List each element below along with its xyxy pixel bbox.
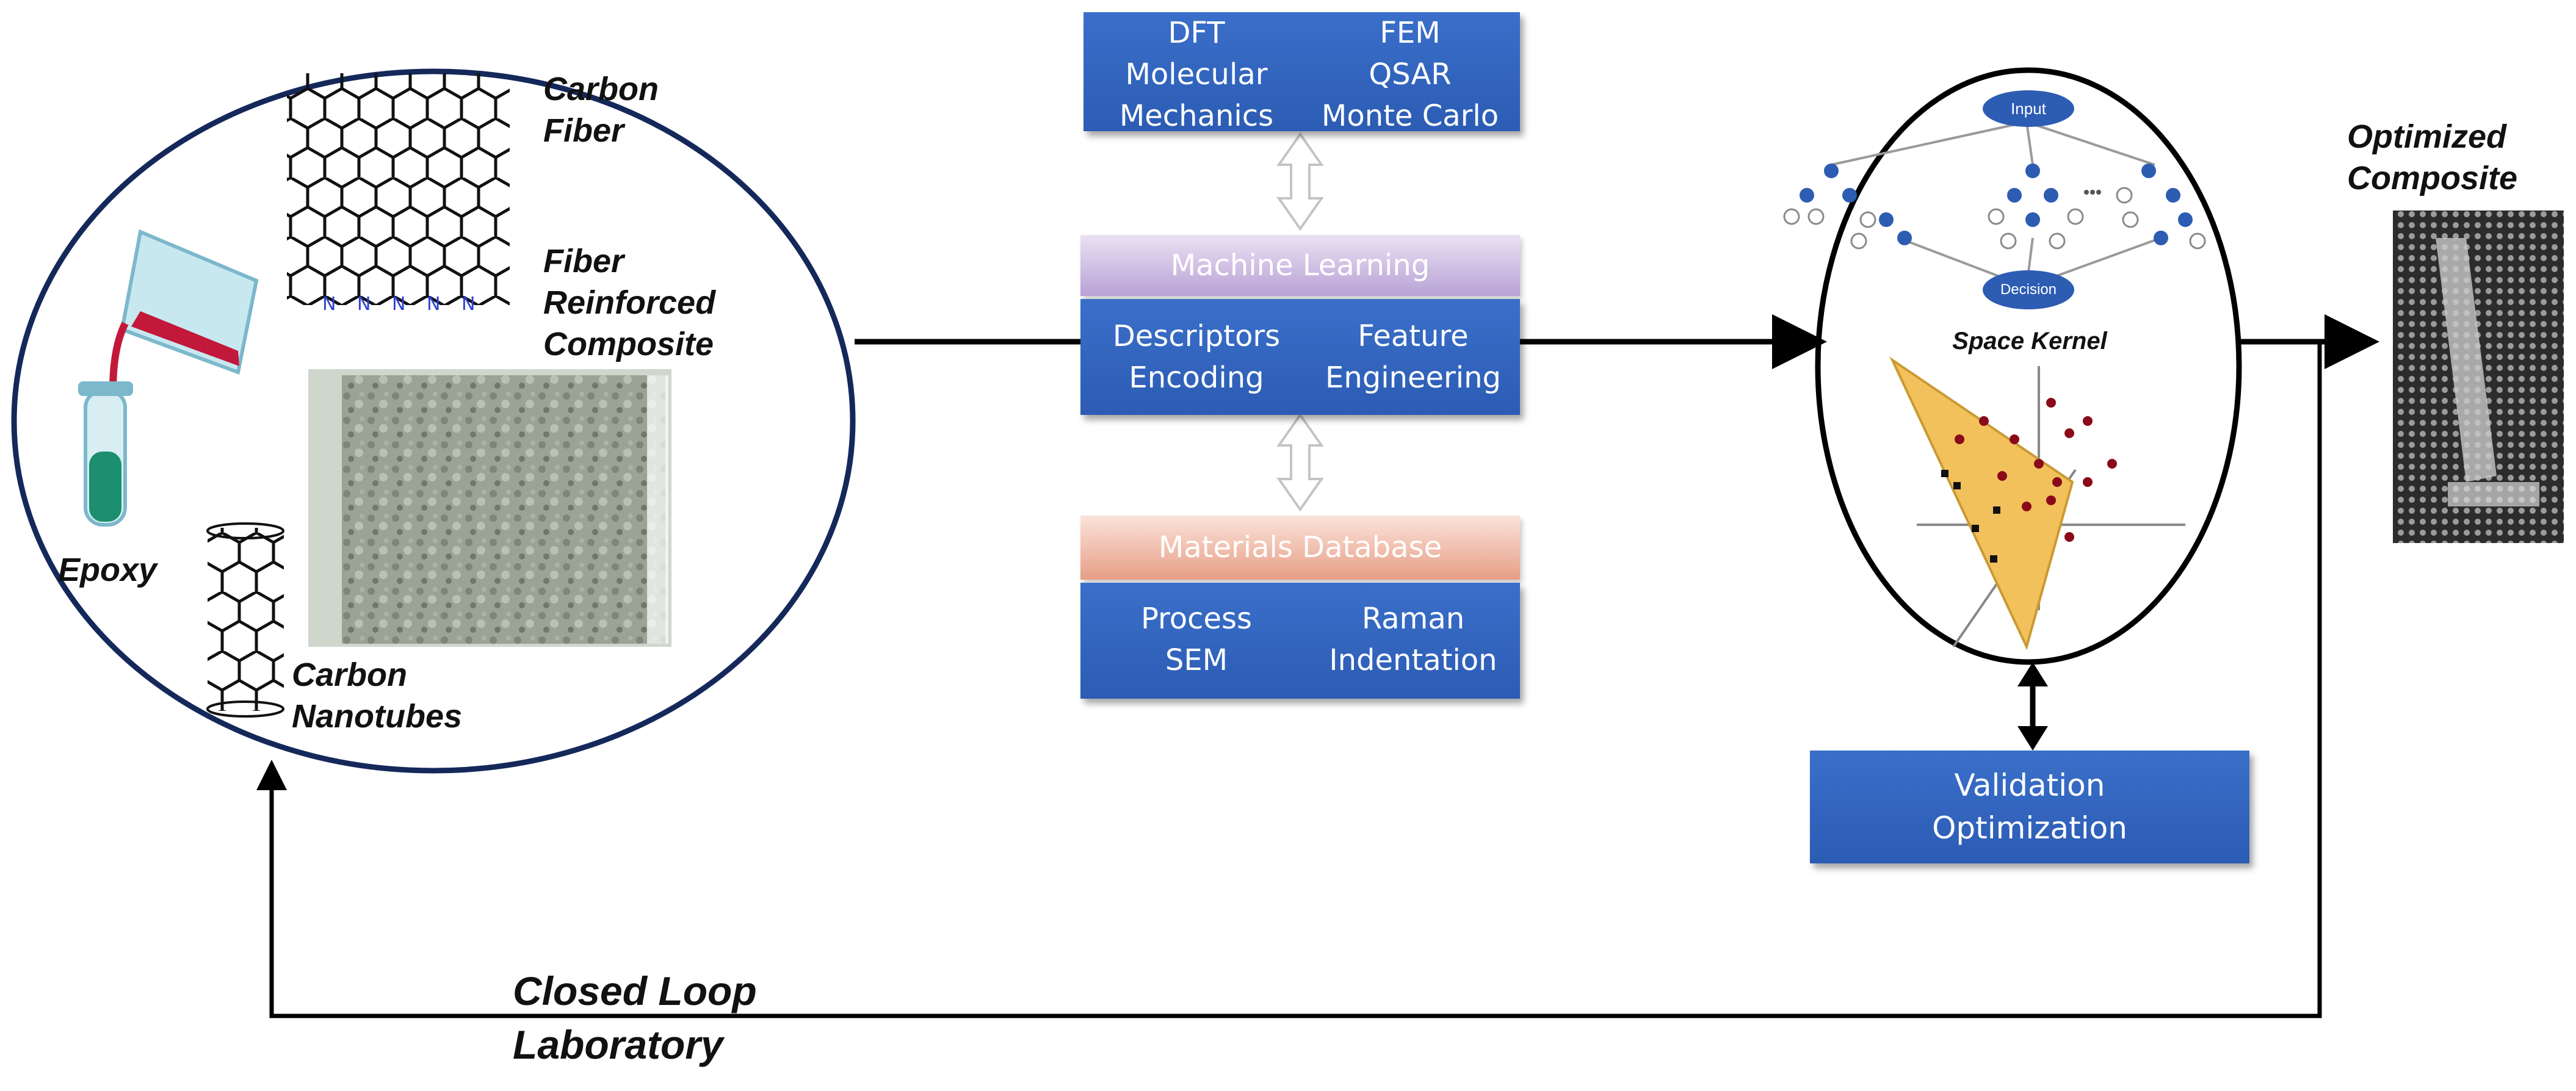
svg-text:N: N — [427, 293, 440, 315]
tree-decision-node — [1983, 270, 2074, 309]
kernel-scatter-plot — [1889, 356, 2185, 650]
method-text: DFT — [1168, 16, 1225, 50]
db-text: SEM — [1165, 643, 1228, 677]
kernel-ellipse — [1815, 67, 2242, 665]
simulation-methods-box: DFT Molecular Mechanics FEM QSAR Monte C… — [1084, 12, 1520, 133]
db-right: Raman Indentation — [1300, 598, 1526, 681]
closed-loop-arrowhead — [256, 760, 287, 790]
materials-database-header: Materials Database — [1080, 516, 1520, 580]
label-line: Composite — [2347, 160, 2518, 196]
ml-left: Descriptors Encoding — [1080, 315, 1312, 398]
simulation-methods-left: DFT Molecular Mechanics — [1084, 12, 1309, 137]
validation-optimization-box: Validation Optimization — [1810, 751, 2249, 863]
label-line: Reinforced — [543, 284, 716, 321]
optimized-composite-image — [2393, 211, 2564, 543]
label-line: Fiber — [543, 243, 624, 279]
method-text: Mechanics — [1119, 99, 1274, 133]
carbon-fiber-label: Carbon Fiber — [543, 68, 659, 151]
tree-input-node — [1983, 90, 2074, 127]
optimized-composite-label: Optimized Composite — [2347, 116, 2517, 199]
label-line: Optimized — [2347, 118, 2507, 155]
label-line: Composite — [543, 326, 714, 362]
decision-tree-icon — [1783, 90, 2206, 309]
ml-right: Feature Engineering — [1300, 315, 1526, 398]
svg-text:N: N — [322, 293, 336, 315]
db-text: Raman — [1361, 602, 1465, 636]
frc-label: Fiber Reinforced Composite — [543, 240, 715, 365]
double-arrow-top — [1276, 132, 1324, 231]
cnt-label: Carbon Nanotubes — [292, 654, 462, 737]
label-line: Laboratory — [513, 1022, 723, 1067]
method-text: QSAR — [1369, 57, 1452, 92]
label-line: Fiber — [543, 112, 624, 149]
double-arrow-bottom — [1276, 412, 1324, 512]
space-kernel-label: Space Kernel — [1952, 328, 2107, 355]
tree-decision-label: Decision — [2000, 281, 2057, 298]
epoxy-label: Epoxy — [58, 552, 157, 588]
db-left: Process SEM — [1080, 598, 1312, 681]
db-text: Process — [1140, 602, 1253, 636]
ml-text: Descriptors — [1112, 319, 1281, 353]
db-text: Indentation — [1329, 643, 1497, 677]
ml-text: Engineering — [1325, 361, 1501, 395]
carbon-nanotube-icon — [206, 522, 284, 718]
closed-loop-line — [269, 342, 2322, 1018]
label-line: Nanotubes — [292, 698, 463, 735]
label-line: Carbon — [543, 71, 659, 107]
machine-learning-box: Descriptors Encoding Feature Engineering — [1080, 299, 1520, 415]
ml-text: Encoding — [1129, 361, 1264, 395]
simulation-methods-right: FEM QSAR Monte Carlo — [1297, 12, 1523, 137]
composite-micrograph — [308, 369, 671, 647]
svg-text:N: N — [392, 293, 405, 315]
method-text: Molecular — [1125, 57, 1268, 92]
ml-text: Feature — [1358, 319, 1469, 353]
method-text: Monte Carlo — [1321, 99, 1499, 133]
validation-text: Optimization — [1932, 810, 2127, 846]
closed-loop-label: Closed Loop Laboratory — [513, 964, 757, 1071]
label-line: Carbon — [292, 657, 407, 693]
label-line: Closed Loop — [513, 968, 757, 1014]
svg-text:N: N — [357, 293, 371, 315]
method-text: FEM — [1380, 16, 1441, 50]
tree-input-label: Input — [2011, 99, 2046, 118]
materials-database-box: Process SEM Raman Indentation — [1080, 583, 1520, 699]
validation-text: Validation — [1954, 768, 2105, 803]
epoxy-beaker-icon — [78, 229, 259, 527]
machine-learning-header: Machine Learning — [1080, 235, 1520, 296]
svg-text:N: N — [461, 293, 475, 315]
materials-ellipse — [11, 68, 856, 774]
